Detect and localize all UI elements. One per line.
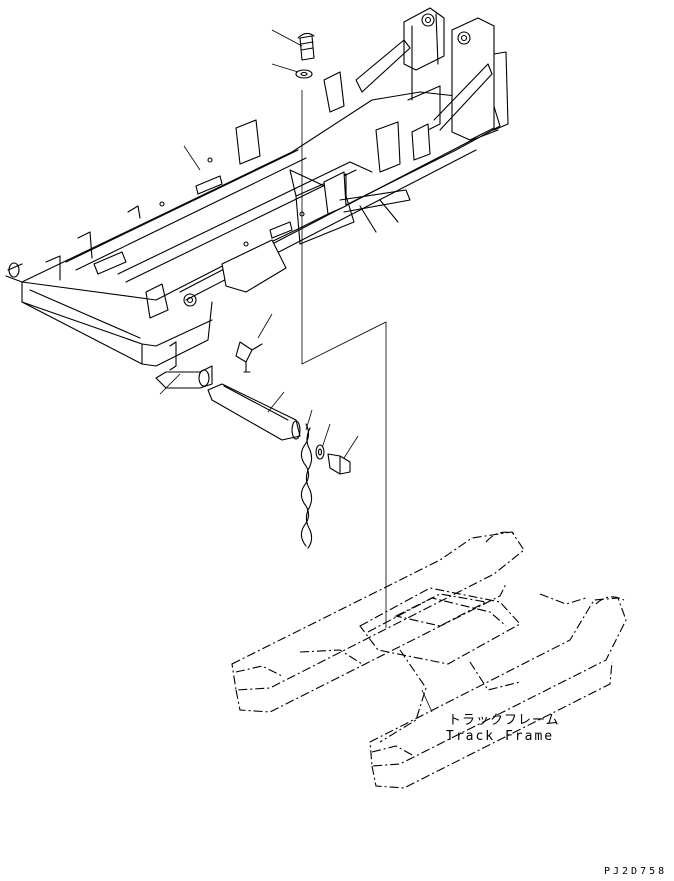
- track-frame-label-en: Track Frame: [446, 729, 555, 744]
- track-frame-label-jp: トラックフレーム: [448, 713, 560, 728]
- mounting-bolt: [297, 32, 315, 61]
- drawing-code: PJ2D758: [604, 866, 668, 877]
- chain-washer: [315, 444, 325, 460]
- track-frame: [231, 531, 627, 789]
- wing-nut: [235, 341, 263, 373]
- chain: [300, 423, 313, 549]
- upper-frame: [5, 7, 509, 367]
- washer: [295, 69, 313, 79]
- chain-bolt: [327, 453, 351, 475]
- lock-pin: [155, 341, 301, 441]
